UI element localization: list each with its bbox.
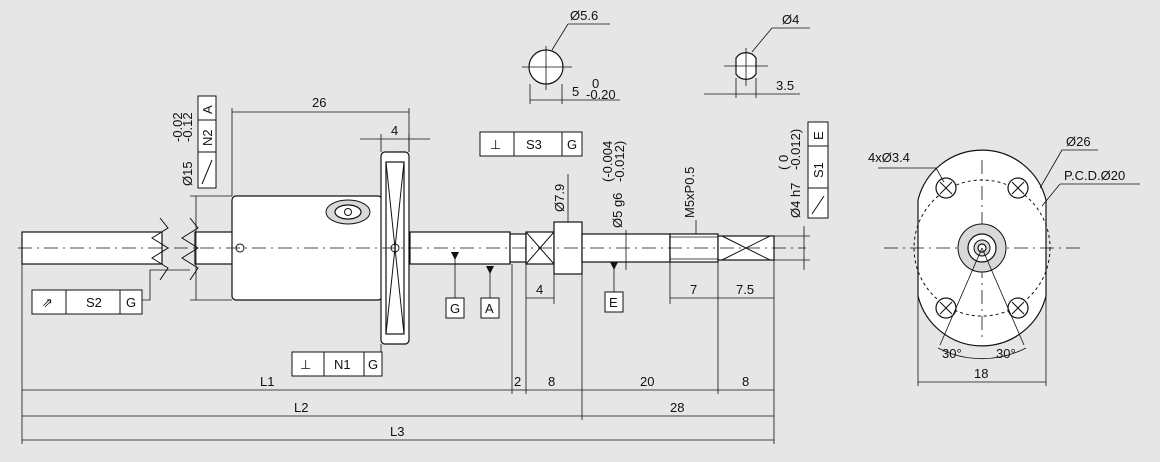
dim-shaft4: Ø4 h7 — [788, 183, 803, 218]
dim-hole-tol-lo: -0.20 — [586, 87, 616, 102]
dim-8a: 8 — [548, 374, 555, 389]
s2-datum: G — [126, 295, 136, 310]
tolerance-frame-n1: ⊥ N1 G — [291, 344, 383, 377]
dim-28: 28 — [670, 400, 684, 415]
dim-shaft4-tol: ( 0 — [776, 155, 791, 170]
datum-a: A — [480, 266, 500, 319]
dim-2: 2 — [514, 374, 521, 389]
dim-shaft5: Ø5 g6 — [610, 193, 625, 228]
dim-7: 7 — [690, 282, 697, 297]
dim-shaft5-tol: (-0.004 — [600, 141, 615, 182]
n1-value: N1 — [334, 357, 351, 372]
dim-L1: L1 — [260, 374, 274, 389]
datum-g-label: G — [450, 301, 460, 316]
dim-angle-left: 30° — [942, 346, 962, 361]
datum-g: G — [445, 252, 465, 319]
s3-value: S3 — [526, 137, 542, 152]
dim-pcd: P.C.D.Ø20 — [1064, 168, 1125, 183]
dim-nut-length: 26 — [312, 95, 326, 110]
dim-mount-holes: 4xØ3.4 — [868, 150, 910, 165]
dim-flange-dia: Ø26 — [1066, 134, 1091, 149]
dim-7-5: 7.5 — [736, 282, 754, 297]
dim-shaft5-tol2: -0.012) — [612, 141, 627, 182]
dim-flat-width: 3.5 — [776, 78, 794, 93]
dim-flange-thickness: 4 — [391, 123, 398, 138]
n2-value: N2 — [200, 129, 215, 146]
dim-thread: M5xP0.5 — [682, 167, 697, 218]
dim-8b: 8 — [742, 374, 749, 389]
s2-value: S2 — [86, 295, 102, 310]
end-view — [884, 149, 1080, 360]
dim-nut-diameter: Ø15 — [180, 161, 195, 186]
dim-nut-dia-tol-lo: -0.12 — [180, 112, 195, 142]
dim-18: 18 — [974, 366, 988, 381]
dim-collar-dia: Ø7.9 — [552, 184, 567, 212]
dim-4-bottom: 4 — [536, 282, 543, 297]
dim-nut-dia-tol-up: -0.02 — [170, 112, 185, 142]
dim-20: 20 — [640, 374, 654, 389]
tolerance-frame-s3: ⊥ S3 G — [479, 131, 583, 157]
dim-hole-tol-up: 0 — [592, 76, 599, 91]
dim-hole-dia: Ø5.6 — [570, 8, 598, 23]
dim-shaft4-tol2: -0.012) — [788, 129, 803, 170]
s2-symbol: ⇗ — [42, 295, 53, 310]
n2-datum: A — [200, 105, 215, 114]
dim-flat-dia: Ø4 — [782, 12, 799, 27]
tolerance-frame-s1: E S1 — [807, 121, 829, 219]
hole-detail: Ø5.6 5 0 -0.20 — [522, 8, 620, 104]
datum-e-label: E — [609, 295, 618, 310]
tolerance-frame-s2: ⇗ S2 G — [31, 269, 190, 315]
s1-datum: E — [811, 131, 826, 140]
n1-symbol: ⊥ — [300, 357, 311, 372]
flat-detail: Ø4 3.5 — [704, 12, 810, 98]
tolerance-frame-n2: A N2 — [197, 95, 217, 189]
n1-datum: G — [368, 357, 378, 372]
s3-datum: G — [567, 137, 577, 152]
s3-symbol: ⊥ — [490, 137, 501, 152]
dim-L3: L3 — [390, 424, 404, 439]
s1-value: S1 — [811, 162, 826, 178]
datum-e: E — [604, 262, 624, 313]
dim-angle-right: 30° — [996, 346, 1016, 361]
dim-L2: L2 — [294, 400, 308, 415]
datum-a-label: A — [485, 301, 494, 316]
dim-hole-width: 5 — [572, 84, 579, 99]
